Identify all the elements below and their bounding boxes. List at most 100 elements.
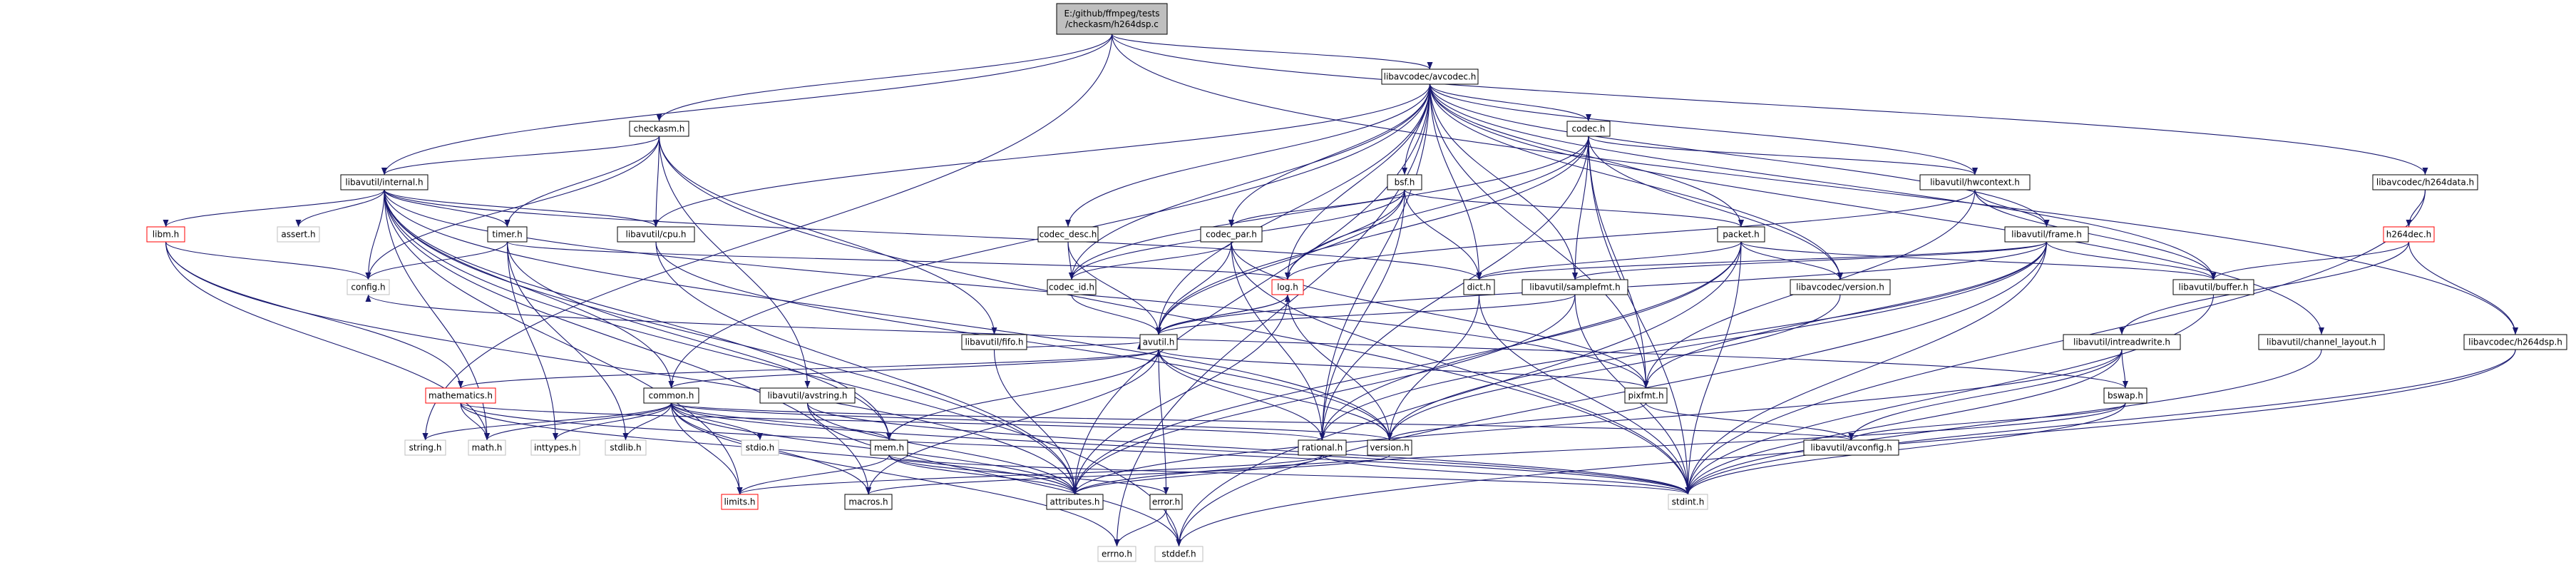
edge-timer-to-mem bbox=[506, 241, 892, 441]
edge-libm-to-math bbox=[165, 241, 490, 441]
node-inttypes[interactable]: inttypes.h bbox=[530, 439, 580, 456]
edge-root-to-internal bbox=[381, 34, 1113, 175]
node-avcversion[interactable]: libavcodec/version.h bbox=[1790, 279, 1891, 295]
node-label: rational.h bbox=[1302, 443, 1343, 453]
node-box bbox=[487, 226, 528, 243]
node-box bbox=[2063, 334, 2181, 350]
node-label: bswap.h bbox=[2108, 391, 2143, 401]
node-string[interactable]: string.h bbox=[404, 439, 446, 456]
edge-codec_par-to-rational bbox=[1231, 241, 1325, 441]
node-box bbox=[425, 387, 496, 404]
node-version[interactable]: version.h bbox=[1367, 439, 1412, 456]
node-label: libavutil/frame.h bbox=[2011, 230, 2082, 240]
node-mathematics[interactable]: mathematics.h bbox=[425, 387, 496, 404]
edge-h264data-to-stdint bbox=[1685, 189, 2426, 495]
node-avconfig[interactable]: libavutil/avconfig.h bbox=[1803, 439, 1899, 456]
node-hwcontext[interactable]: libavutil/hwcontext.h bbox=[1919, 174, 2031, 190]
node-fifo[interactable]: libavutil/fifo.h bbox=[961, 334, 1027, 350]
node-common[interactable]: common.h bbox=[643, 387, 699, 404]
node-root[interactable]: E:/github/ffmpeg/tests/checkasm/h264dsp.… bbox=[1056, 3, 1168, 35]
node-h264dsp[interactable]: libavcodec/h264dsp.h bbox=[2463, 334, 2567, 350]
node-chlayout[interactable]: libavutil/channel_layout.h bbox=[2258, 334, 2385, 350]
node-label: timer.h bbox=[492, 230, 522, 240]
node-avutil[interactable]: avutil.h bbox=[1139, 334, 1178, 350]
node-log[interactable]: log.h bbox=[1271, 279, 1304, 295]
edge-mem-to-stdint bbox=[888, 454, 1691, 495]
node-avcodec[interactable]: libavcodec/avcodec.h bbox=[1381, 68, 1479, 85]
node-internal[interactable]: libavutil/internal.h bbox=[340, 174, 429, 190]
node-errno[interactable]: errno.h bbox=[1097, 546, 1136, 562]
node-avstring[interactable]: libavutil/avstring.h bbox=[759, 387, 856, 404]
node-timer[interactable]: timer.h bbox=[487, 226, 528, 243]
node-box bbox=[870, 439, 908, 456]
edge-frame-to-version bbox=[1387, 241, 2048, 441]
edge-intreadwrite-to-stdint bbox=[1685, 349, 2123, 495]
node-bsf[interactable]: bsf.h bbox=[1387, 174, 1422, 190]
node-codec_id[interactable]: codec_id.h bbox=[1047, 279, 1097, 295]
node-dict[interactable]: dict.h bbox=[1463, 279, 1495, 295]
node-stdio[interactable]: stdio.h bbox=[741, 439, 779, 456]
edge-frame-to-stdint bbox=[1685, 241, 2048, 495]
node-codec_par[interactable]: codec_par.h bbox=[1200, 226, 1263, 243]
node-config[interactable]: config.h bbox=[347, 279, 390, 295]
edge-timer-to-log bbox=[506, 241, 1290, 280]
edge-root-to-h264data bbox=[1111, 34, 2428, 175]
node-h264dec[interactable]: h264dec.h bbox=[2383, 226, 2435, 243]
node-box bbox=[1271, 279, 1304, 295]
node-stddef[interactable]: stddef.h bbox=[1154, 546, 1204, 562]
node-box bbox=[643, 387, 699, 404]
edge-avcodec-to-samplefmt bbox=[1429, 83, 1578, 280]
node-codec_desc[interactable]: codec_desc.h bbox=[1037, 226, 1099, 243]
node-stdlib[interactable]: stdlib.h bbox=[605, 439, 647, 456]
edge-codec_par-to-avutil bbox=[1156, 241, 1232, 335]
edge-intreadwrite-to-bswap bbox=[2121, 349, 2128, 389]
node-intreadwrite[interactable]: libavutil/intreadwrite.h bbox=[2063, 334, 2181, 350]
node-box bbox=[1381, 68, 1479, 85]
node-libm[interactable]: libm.h bbox=[146, 226, 185, 243]
node-assert[interactable]: assert.h bbox=[277, 226, 320, 243]
edge-libm-to-attributes bbox=[165, 241, 1078, 495]
node-error[interactable]: error.h bbox=[1149, 494, 1183, 510]
node-rational[interactable]: rational.h bbox=[1298, 439, 1347, 456]
edge-rational-to-attributes bbox=[1072, 454, 1323, 495]
edge-timer-to-config bbox=[365, 241, 508, 280]
node-samplefmt[interactable]: libavutil/samplefmt.h bbox=[1522, 279, 1628, 295]
edge-avcodec-to-dict bbox=[1429, 83, 1482, 280]
edge-codec-to-hwcontext bbox=[1588, 136, 1978, 175]
node-limits[interactable]: limits.h bbox=[721, 494, 759, 510]
edge-avcodec-to-codec_id bbox=[1069, 83, 1431, 280]
edge-avcversion-to-version bbox=[1387, 294, 1841, 441]
node-math[interactable]: math.h bbox=[468, 439, 506, 456]
node-frame[interactable]: libavutil/frame.h bbox=[2004, 226, 2089, 243]
node-mem[interactable]: mem.h bbox=[870, 439, 908, 456]
edge-avcodec-to-log bbox=[1285, 83, 1431, 280]
edge-internal-to-stddef bbox=[384, 189, 1182, 547]
node-checkasm[interactable]: checkasm.h bbox=[629, 121, 689, 137]
node-packet[interactable]: packet.h bbox=[1717, 226, 1765, 243]
edge-codec-to-rational bbox=[1319, 136, 1589, 441]
node-cpu[interactable]: libavutil/cpu.h bbox=[617, 226, 695, 243]
edge-avcodec-to-chlayout bbox=[1429, 83, 2324, 335]
edge-frame-to-rational bbox=[1319, 241, 2048, 441]
node-pixfmt[interactable]: pixfmt.h bbox=[1624, 387, 1668, 404]
edge-timer-to-inttypes bbox=[506, 241, 558, 441]
node-box bbox=[1387, 174, 1422, 190]
node-bswap[interactable]: bswap.h bbox=[2103, 387, 2147, 404]
node-codec[interactable]: codec.h bbox=[1566, 121, 1611, 137]
node-box bbox=[1056, 3, 1168, 35]
edge-hwcontext-to-frame bbox=[1974, 189, 2050, 228]
node-box bbox=[1717, 226, 1765, 243]
node-label: bsf.h bbox=[1395, 178, 1415, 188]
edge-mem-to-limits bbox=[737, 454, 890, 495]
edge-pixfmt-to-version bbox=[1387, 402, 1647, 441]
node-attributes[interactable]: attributes.h bbox=[1046, 494, 1104, 510]
node-macros[interactable]: macros.h bbox=[844, 494, 893, 510]
node-label: checkasm.h bbox=[634, 124, 685, 134]
nodes-layer: E:/github/ffmpeg/tests/checkasm/h264dsp.… bbox=[146, 3, 2567, 562]
node-buffer[interactable]: libavutil/buffer.h bbox=[2172, 279, 2254, 295]
edge-checkasm-to-internal bbox=[381, 136, 660, 175]
node-stdint[interactable]: stdint.h bbox=[1668, 494, 1708, 510]
edge-avutil-to-log bbox=[1158, 294, 1290, 335]
node-h264data[interactable]: libavcodec/h264data.h bbox=[2372, 174, 2478, 190]
edge-internal-to-mem bbox=[384, 189, 892, 441]
